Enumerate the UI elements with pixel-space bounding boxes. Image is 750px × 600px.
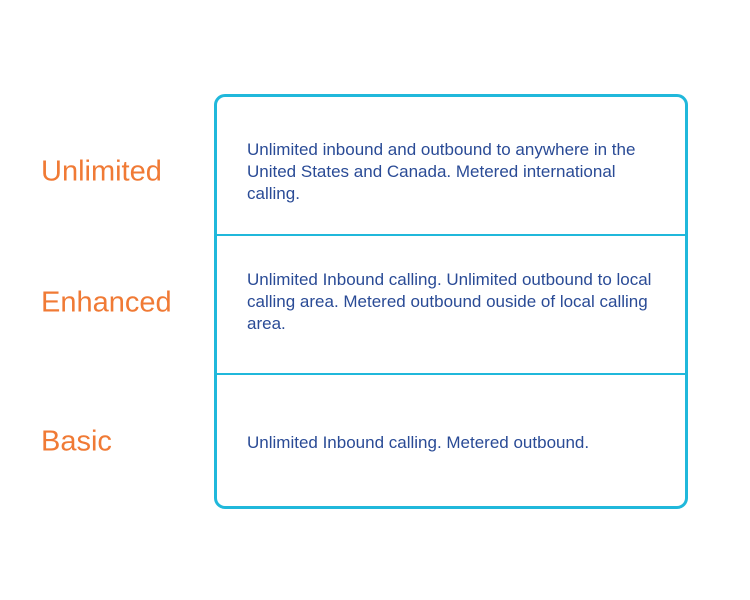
plan-name-unlimited: Unlimited (41, 155, 162, 188)
row-divider (217, 373, 685, 375)
plan-name-enhanced: Enhanced (41, 286, 172, 319)
plan-description-enhanced: Unlimited Inbound calling. Unlimited out… (247, 270, 652, 333)
plan-descriptions-table: Unlimited inbound and outbound to anywhe… (214, 94, 688, 509)
plan-description-unlimited: Unlimited inbound and outbound to anywhe… (247, 140, 636, 203)
row-divider (217, 234, 685, 236)
plan-name-basic: Basic (41, 425, 112, 458)
plan-description-basic: Unlimited Inbound calling. Metered outbo… (247, 433, 590, 452)
